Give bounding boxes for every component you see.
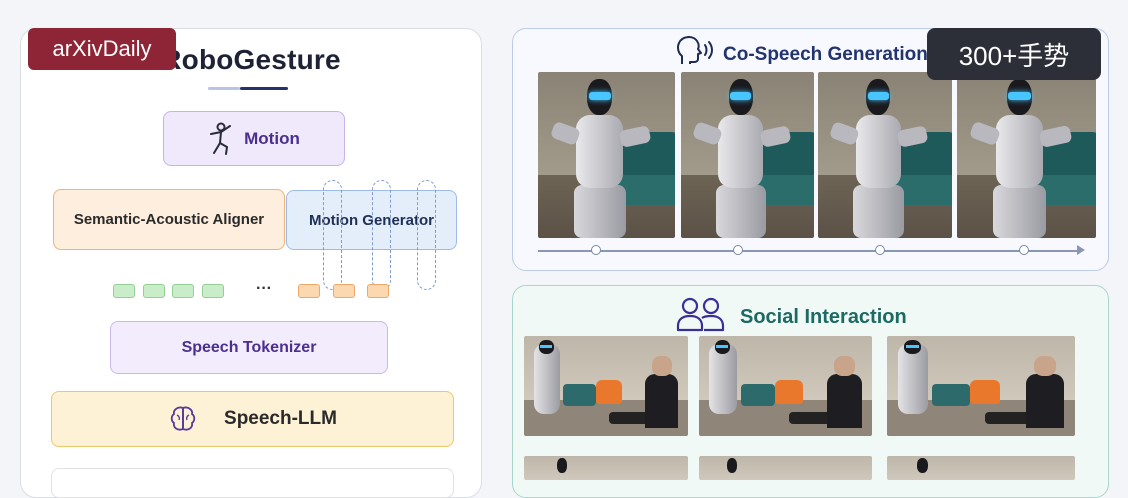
motion-block: Motion: [163, 111, 345, 166]
social-interaction-title: Social Interaction: [740, 306, 907, 328]
social-interaction-frame: [524, 336, 688, 436]
speech-tokenizer-block: Speech Tokenizer: [110, 321, 388, 374]
source-badge: arXivDaily: [28, 28, 176, 70]
co-speech-title: Co-Speech Generation: [723, 44, 928, 65]
generator-label: Motion Generator: [308, 211, 434, 229]
social-interaction-frame: [524, 456, 688, 480]
speaking-head-icon: [676, 34, 718, 68]
gesture-count-badge: 300+手势: [927, 28, 1101, 80]
aligner-label: Semantic-Acoustic Aligner: [73, 211, 265, 228]
motion-token: [333, 284, 355, 298]
brain-icon: [168, 404, 198, 434]
motion-label: Motion: [244, 128, 300, 148]
generator-layer-outline: [372, 180, 391, 290]
robot-gesture-frame: [957, 72, 1096, 238]
person-dancing-icon: [208, 122, 234, 156]
social-interaction-frame: [887, 456, 1075, 480]
social-interaction-frame: [699, 336, 872, 436]
robot-gesture-frame: [681, 72, 814, 238]
motion-token: [298, 284, 320, 298]
cropped-block: [51, 468, 454, 498]
timeline-marker: [591, 245, 601, 255]
generator-layer-outline: [417, 180, 436, 290]
robot-gesture-frame: [818, 72, 952, 238]
timeline-marker: [875, 245, 885, 255]
motion-token: [367, 284, 389, 298]
token-ellipsis: ···: [256, 280, 272, 297]
tokenizer-label: Speech Tokenizer: [181, 338, 317, 356]
speech-llm-block: Speech-LLM: [51, 391, 454, 447]
motion-generator-block: Motion Generator: [286, 190, 457, 250]
speech-token: [143, 284, 165, 298]
speech-token: [172, 284, 194, 298]
people-icon: [676, 296, 726, 332]
speech-token: [113, 284, 135, 298]
timeline-axis: [538, 250, 1081, 252]
timeline-marker: [1019, 245, 1029, 255]
semantic-acoustic-aligner-block: Semantic-Acoustic Aligner: [53, 189, 285, 250]
title-underline-dark: [240, 87, 288, 90]
timeline-arrowhead: [1077, 245, 1085, 255]
speech-token: [202, 284, 224, 298]
generator-layer-outline: [323, 180, 342, 290]
llm-label: Speech-LLM: [224, 408, 337, 429]
social-interaction-frame: [699, 456, 872, 480]
robot-gesture-frame: [538, 72, 675, 238]
social-interaction-frame: [887, 336, 1075, 436]
timeline-marker: [733, 245, 743, 255]
title-underline-light: [208, 87, 240, 90]
diagram-title: RoboGesture: [161, 44, 341, 75]
